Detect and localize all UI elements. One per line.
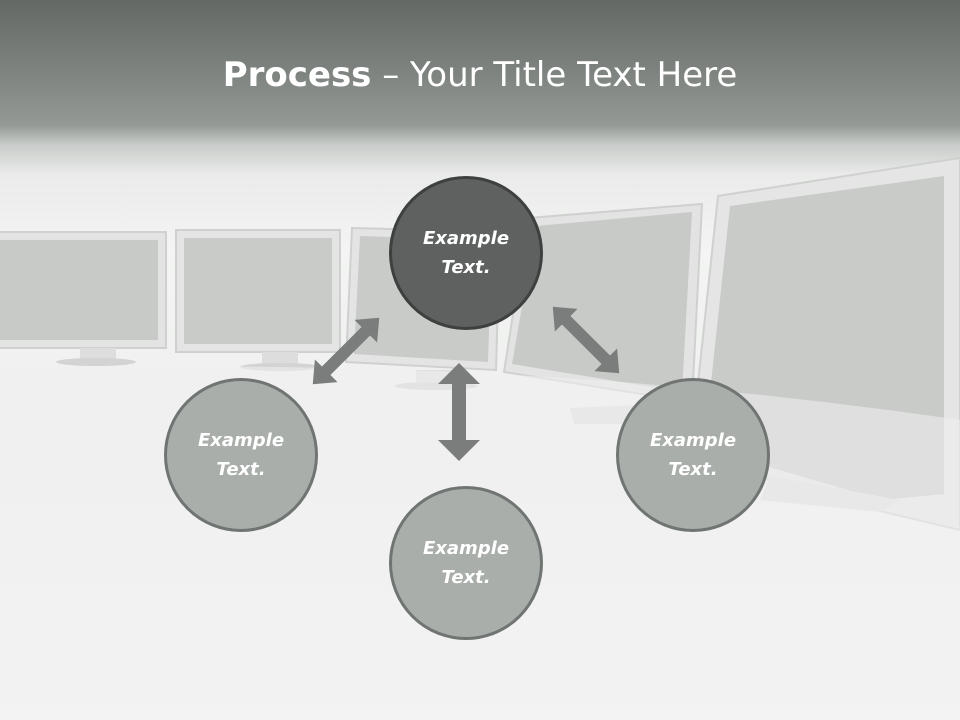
title-rest: – Your Title Text Here bbox=[371, 55, 738, 95]
arrow-top-bottom bbox=[438, 363, 480, 461]
node-right-line1: Example bbox=[649, 430, 737, 451]
title-strong: Process bbox=[222, 55, 372, 95]
node-top-line1: Example bbox=[422, 228, 510, 249]
slide-title: Process – Your Title Text Here bbox=[0, 52, 960, 98]
process-node-right: Example Text. bbox=[616, 378, 770, 532]
node-bottom-line1: Example bbox=[422, 538, 510, 559]
node-right-line2: Text. bbox=[668, 459, 718, 480]
node-left-line2: Text. bbox=[216, 459, 266, 480]
process-node-top: Example Text. bbox=[389, 176, 543, 330]
arrow-top-right bbox=[552, 306, 620, 374]
node-top-line2: Text. bbox=[441, 257, 491, 278]
node-left-line1: Example bbox=[197, 430, 285, 451]
monitor-4 bbox=[502, 202, 704, 424]
arrow-group bbox=[312, 306, 620, 461]
monitor-2 bbox=[175, 229, 341, 371]
process-node-left: Example Text. bbox=[164, 378, 318, 532]
arrow-top-left bbox=[312, 317, 380, 385]
node-bottom-line2: Text. bbox=[441, 567, 491, 588]
monitor-1 bbox=[0, 231, 167, 366]
process-node-bottom: Example Text. bbox=[389, 486, 543, 640]
